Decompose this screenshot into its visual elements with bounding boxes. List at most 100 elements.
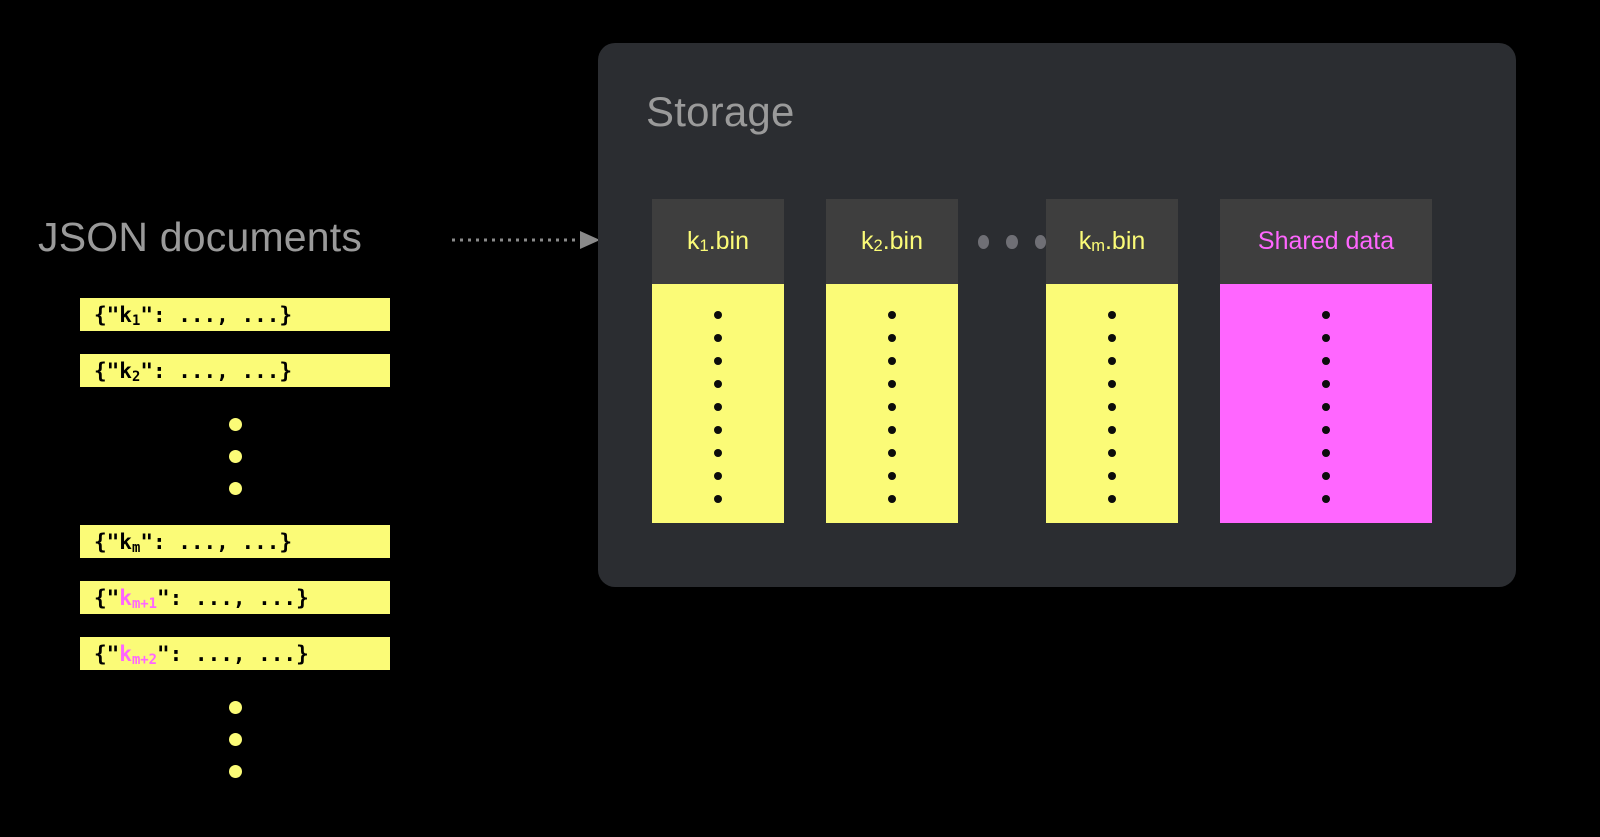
record-dot bbox=[714, 472, 722, 480]
json-document-box[interactable]: {"km": ..., ...} bbox=[80, 525, 390, 558]
record-dot bbox=[1322, 495, 1330, 503]
record-dot bbox=[714, 380, 722, 388]
json-document-box[interactable]: {"k1": ..., ...} bbox=[80, 298, 390, 331]
record-dot bbox=[1108, 380, 1116, 388]
record-dot bbox=[888, 495, 896, 503]
ellipsis-dot bbox=[228, 732, 242, 746]
doc-key-base: k bbox=[119, 585, 132, 610]
storage-bin-contents bbox=[1046, 284, 1178, 523]
ellipsis-dot bbox=[1034, 234, 1046, 249]
ellipsis-dot bbox=[228, 481, 242, 495]
doc-key-subscript: 1 bbox=[131, 313, 141, 330]
doc-key: km+2 bbox=[119, 641, 157, 669]
storage-bins-ellipsis bbox=[978, 199, 1046, 284]
bin-label-base: k bbox=[687, 227, 700, 255]
ellipsis-dot bbox=[1006, 234, 1018, 249]
json-documents-list: {"k1": ..., ...}{"k2": ..., ...}{"km": .… bbox=[80, 298, 390, 808]
record-dot bbox=[1108, 495, 1116, 503]
record-dot bbox=[1108, 311, 1116, 319]
record-dot bbox=[1322, 357, 1330, 365]
doc-suffix: ": ..., ...} bbox=[140, 302, 293, 327]
record-dot bbox=[1108, 334, 1116, 342]
ellipsis-dot bbox=[978, 234, 990, 249]
doc-key-subscript: 2 bbox=[131, 369, 141, 386]
doc-prefix: {" bbox=[94, 585, 120, 610]
record-dot bbox=[888, 380, 896, 388]
json-document-box[interactable]: {"km+2": ..., ...} bbox=[80, 637, 390, 670]
record-dot bbox=[714, 426, 722, 434]
bin-label-base: k bbox=[861, 227, 874, 255]
storage-bin[interactable]: Shared data bbox=[1220, 199, 1432, 523]
bin-label-base: Shared data bbox=[1257, 227, 1395, 255]
record-dot bbox=[1108, 472, 1116, 480]
record-dot bbox=[1322, 403, 1330, 411]
record-dot bbox=[714, 449, 722, 457]
doc-suffix: ": ..., ...} bbox=[140, 529, 293, 554]
record-dot bbox=[888, 403, 896, 411]
storage-bin-contents bbox=[652, 284, 784, 523]
doc-key-subscript: m+2 bbox=[131, 652, 157, 669]
bin-label-extension: .bin bbox=[708, 227, 749, 255]
doc-key-base: k bbox=[119, 529, 132, 554]
record-dot bbox=[1322, 311, 1330, 319]
json-documents-section: JSON documents {"k1": ..., ...}{"k2": ..… bbox=[0, 0, 600, 837]
doc-key: km+1 bbox=[119, 585, 157, 613]
record-dot bbox=[1108, 357, 1116, 365]
record-dot bbox=[888, 357, 896, 365]
storage-bin-contents bbox=[826, 284, 958, 523]
json-document-box[interactable]: {"k2": ..., ...} bbox=[80, 354, 390, 387]
doc-key-subscript: m+1 bbox=[131, 596, 157, 613]
record-dot bbox=[714, 334, 722, 342]
bin-label-extension: .bin bbox=[882, 227, 923, 255]
record-dot bbox=[888, 472, 896, 480]
record-dot bbox=[888, 449, 896, 457]
record-dot bbox=[888, 334, 896, 342]
ellipsis-dot bbox=[228, 449, 242, 463]
dotted-arrow-icon bbox=[452, 231, 600, 249]
record-dot bbox=[714, 403, 722, 411]
json-document-box[interactable]: {"km+1": ..., ...} bbox=[80, 581, 390, 614]
ellipsis-dot bbox=[228, 417, 242, 431]
record-dot bbox=[1322, 426, 1330, 434]
bin-label-extension: .bin bbox=[1104, 227, 1146, 255]
record-dot bbox=[888, 426, 896, 434]
bin-label-base: k bbox=[1078, 227, 1092, 255]
documents-ellipsis bbox=[80, 693, 390, 785]
record-dot bbox=[1108, 426, 1116, 434]
doc-key-subscript: m bbox=[131, 540, 141, 557]
record-dot bbox=[714, 357, 722, 365]
record-dot bbox=[714, 311, 722, 319]
doc-key: km bbox=[119, 529, 141, 557]
doc-key-base: k bbox=[119, 641, 132, 666]
doc-key-base: k bbox=[119, 358, 132, 383]
ellipsis-dot bbox=[228, 764, 242, 778]
record-dot bbox=[1322, 472, 1330, 480]
storage-bin-contents bbox=[1220, 284, 1432, 523]
doc-prefix: {" bbox=[94, 641, 120, 666]
documents-ellipsis bbox=[80, 410, 390, 502]
record-dot bbox=[1108, 403, 1116, 411]
record-dot bbox=[714, 495, 722, 503]
record-dot bbox=[1322, 334, 1330, 342]
arrow-head bbox=[580, 231, 600, 249]
doc-prefix: {" bbox=[94, 529, 120, 554]
storage-title: Storage bbox=[646, 88, 795, 135]
json-documents-title: JSON documents bbox=[38, 214, 363, 260]
doc-prefix: {" bbox=[94, 358, 120, 383]
doc-suffix: ": ..., ...} bbox=[140, 358, 293, 383]
record-dot bbox=[1322, 449, 1330, 457]
ellipsis-dot bbox=[228, 700, 242, 714]
storage-bin-label: Shared data bbox=[1220, 199, 1432, 284]
doc-key: k1 bbox=[119, 303, 141, 330]
record-dot bbox=[1108, 449, 1116, 457]
doc-suffix: ": ..., ...} bbox=[157, 641, 309, 666]
record-dot bbox=[1322, 380, 1330, 388]
